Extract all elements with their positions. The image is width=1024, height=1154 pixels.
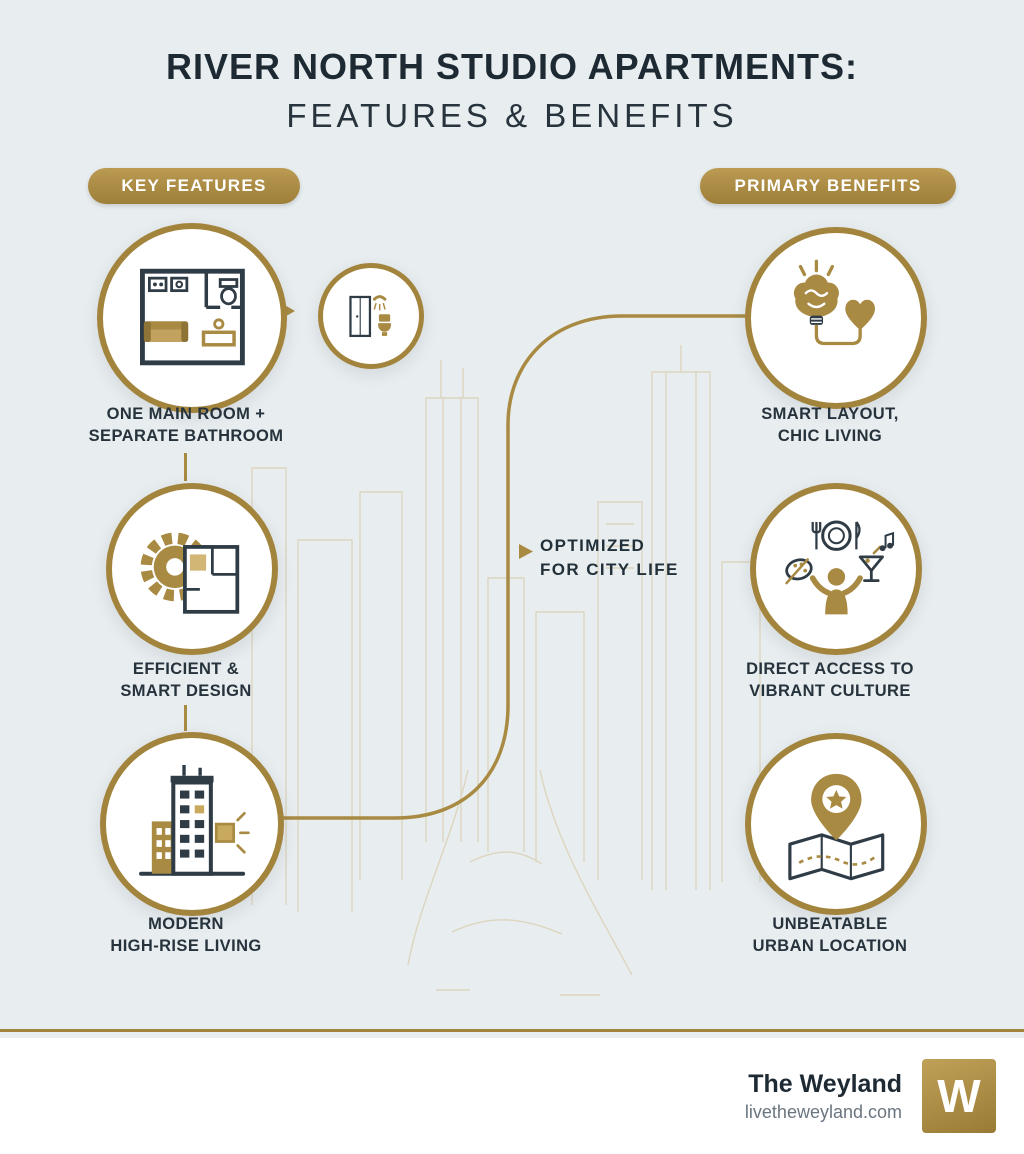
brand-block: The Weyland livetheweyland.com <box>745 1070 902 1123</box>
culture-icon <box>784 520 894 614</box>
footer-divider <box>0 1029 1024 1032</box>
floor-plan-icon <box>139 268 245 365</box>
label-smart-layout: SMART LAYOUT, CHIC LIVING <box>700 403 960 447</box>
title-line2: FEATURES & BENEFITS <box>286 97 738 134</box>
label-line: ONE MAIN ROOM + <box>106 405 266 423</box>
flow-arrowhead <box>519 544 533 559</box>
bathroom-icon <box>348 294 391 337</box>
label-high-rise: MODERN HIGH-RISE LIVING <box>56 913 316 957</box>
label-line: CHIC LIVING <box>777 427 883 446</box>
label-line: VIBRANT CULTURE <box>749 682 911 701</box>
label-line: MODERN <box>148 915 224 933</box>
node-smart-layout <box>745 227 927 409</box>
brand-website: livetheweyland.com <box>744 1101 902 1122</box>
label-line: HIGH-RISE LIVING <box>110 937 262 956</box>
brain-heart-icon <box>793 259 875 345</box>
badge-key-features: KEY FEATURES <box>88 168 300 204</box>
node-high-rise <box>100 732 284 916</box>
flow-label-optimized-city-life: OPTIMIZED FOR CITY LIFE <box>540 534 679 582</box>
badge-key-features-label: KEY FEATURES <box>121 176 267 195</box>
map-pin-star-icon <box>788 773 884 880</box>
flow-label-line: OPTIMIZED <box>540 536 646 555</box>
label-line: URBAN LOCATION <box>752 937 908 956</box>
node-smart-design <box>106 483 278 655</box>
label-one-main-room: ONE MAIN ROOM + SEPARATE BATHROOM <box>56 403 316 447</box>
node-one-main-room <box>97 223 287 413</box>
weyland-logo: W <box>922 1059 996 1133</box>
title-line1: RIVER NORTH STUDIO APARTMENTS: <box>166 46 858 87</box>
node-vibrant-culture <box>750 483 922 655</box>
label-line: EFFICIENT & <box>132 660 240 678</box>
label-smart-design: EFFICIENT & SMART DESIGN <box>56 658 316 702</box>
skyline-line-art <box>251 345 761 996</box>
label-line: SMART LAYOUT, <box>761 405 899 423</box>
badge-primary-benefits-label: PRIMARY BENEFITS <box>734 176 922 195</box>
label-line: SMART DESIGN <box>120 682 252 701</box>
node-separate-bathroom <box>318 263 424 369</box>
flow-label-line: FOR CITY LIFE <box>540 559 679 579</box>
label-vibrant-culture: DIRECT ACCESS TO VIBRANT CULTURE <box>700 658 960 702</box>
label-urban-location: UNBEATABLE URBAN LOCATION <box>700 913 960 957</box>
badge-primary-benefits: PRIMARY BENEFITS <box>700 168 956 204</box>
weyland-logo-letter: W <box>937 1070 981 1122</box>
label-line: UNBEATABLE <box>772 915 888 933</box>
high-rise-icon <box>139 764 250 876</box>
page-title: RIVER NORTH STUDIO APARTMENTS: FEATURES … <box>0 46 1024 135</box>
connector-line <box>184 705 187 731</box>
gear-floorplan-icon <box>140 532 239 614</box>
footer: The Weyland livetheweyland.com W <box>0 1038 1024 1154</box>
connector-line <box>184 453 187 481</box>
brand-name: The Weyland <box>748 1069 902 1098</box>
node-urban-location <box>745 733 927 915</box>
label-line: SEPARATE BATHROOM <box>88 427 284 446</box>
label-line: DIRECT ACCESS TO <box>746 660 914 678</box>
